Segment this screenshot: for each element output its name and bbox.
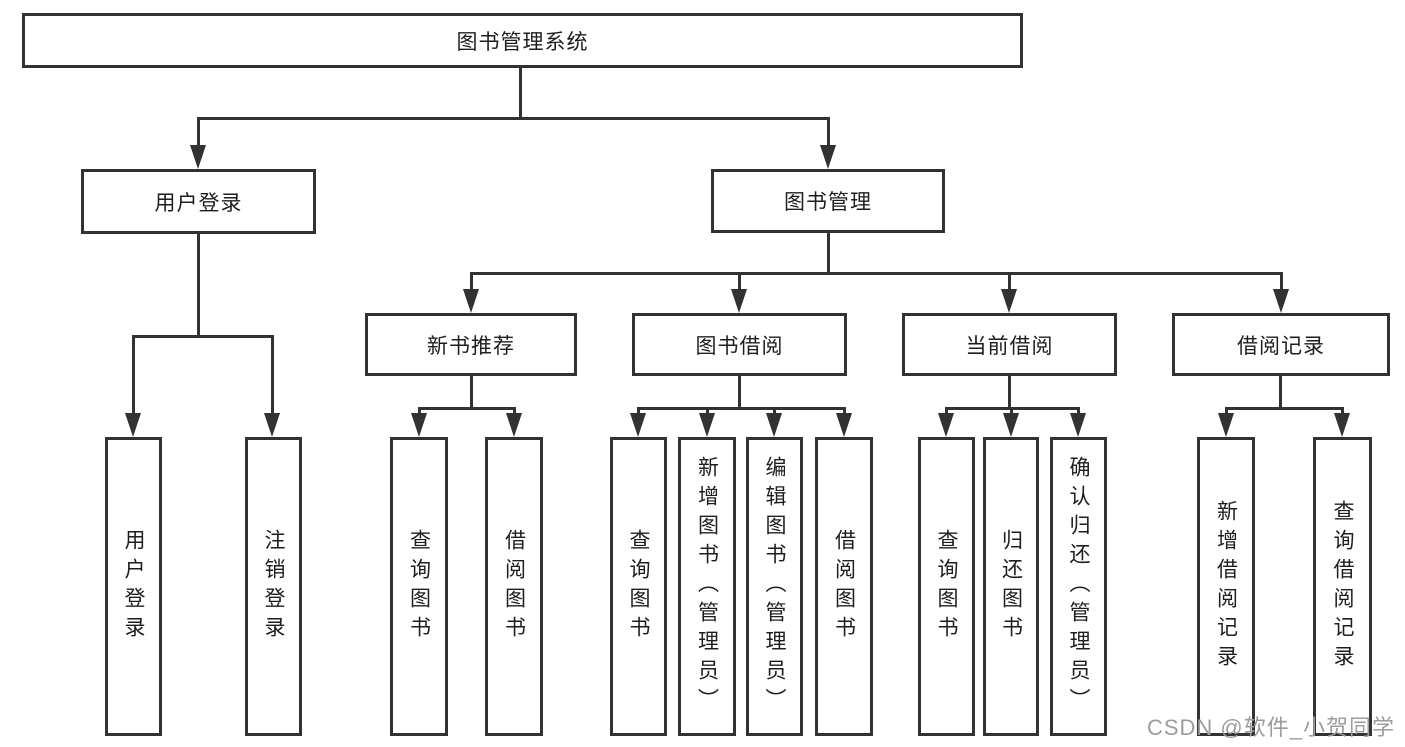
connector-drop-leaf <box>843 407 846 417</box>
node-label: 查询图书 <box>407 528 431 645</box>
arrow-down-icon <box>1218 413 1234 437</box>
connector-drop-leaf <box>1010 407 1013 417</box>
node-leaf-user-login: 用户登录 <box>105 437 162 736</box>
node-book-borrowing: 图书借阅 <box>632 313 847 376</box>
connector-drop-leaf <box>513 407 516 417</box>
node-book-management: 图书管理 <box>711 169 945 233</box>
node-label: 注销登录 <box>262 528 285 645</box>
connector-drop-leaf <box>271 335 274 415</box>
arrow-down-icon <box>1070 413 1086 437</box>
connector-drop-leaf <box>773 407 776 417</box>
node-label: 借阅图书 <box>502 528 526 645</box>
arrow-down-icon <box>731 289 747 313</box>
csdn-watermark: CSDN @软件_小贺同学 <box>1146 715 1395 740</box>
node-label: 新增借阅记录 <box>1214 499 1238 674</box>
node-label: 查询借阅记录 <box>1331 499 1354 674</box>
node-new-book-recommend: 新书推荐 <box>365 313 577 376</box>
connector-drop-current-borrow <box>1008 272 1011 292</box>
connector-drop-leaf <box>945 407 948 417</box>
connector-rail <box>418 407 515 410</box>
node-leaf-borrow-books-recommend: 借阅图书 <box>485 437 543 736</box>
node-leaf-edit-books-admin: 编辑图书（管理员） <box>746 437 803 736</box>
node-label: 查询图书 <box>627 528 650 645</box>
node-label: 确认归还（管理员） <box>1067 456 1090 717</box>
connector-drop-borrow-records <box>1280 272 1283 292</box>
node-label: 图书借阅 <box>695 334 784 358</box>
node-leaf-add-books-admin: 新增图书（管理员） <box>678 437 736 736</box>
connector-drop-leaf <box>1225 407 1228 417</box>
connector-user-login-stem <box>197 233 200 338</box>
node-label: 编辑图书（管理员） <box>763 456 786 717</box>
node-leaf-borrow-books: 借阅图书 <box>815 437 873 736</box>
node-label: 用户登录 <box>154 191 243 215</box>
connector-drop-book-borrow <box>738 272 741 292</box>
node-leaf-query-books-current: 查询图书 <box>918 437 975 736</box>
connector-drop-new-books <box>470 272 473 292</box>
node-leaf-query-books-borrowing: 查询图书 <box>610 437 667 736</box>
arrow-down-icon <box>1001 289 1017 313</box>
node-label: 图书管理系统 <box>456 30 589 54</box>
connector-drop-leaf <box>637 407 640 417</box>
arrow-down-icon <box>1273 289 1289 313</box>
connector-level1-rail <box>197 117 830 120</box>
arrow-down-icon <box>506 413 522 437</box>
node-leaf-confirm-return-admin: 确认归还（管理员） <box>1050 437 1107 736</box>
node-leaf-add-borrow-record: 新增借阅记录 <box>1197 437 1255 736</box>
node-label: 归还图书 <box>999 528 1023 645</box>
connector-stem <box>738 375 741 409</box>
connector-drop-leaf <box>706 407 709 417</box>
arrow-down-icon <box>190 145 206 169</box>
connector-level2-rail <box>470 272 1282 275</box>
node-label: 图书管理 <box>784 191 872 214</box>
connector-drop-book-mgmt <box>827 117 830 149</box>
connector-drop-leaf <box>1341 407 1344 417</box>
arrow-down-icon <box>699 413 715 437</box>
connector-user-login-rail <box>132 335 274 338</box>
connector-drop-user-login <box>197 117 200 149</box>
node-root-system: 图书管理系统 <box>22 13 1023 68</box>
arrow-down-icon <box>766 413 782 437</box>
node-leaf-logout: 注销登录 <box>245 437 302 736</box>
node-user-login: 用户登录 <box>81 169 316 234</box>
arrow-down-icon <box>125 413 141 437</box>
node-label: 借阅图书 <box>832 528 856 645</box>
connector-drop-leaf <box>132 335 135 415</box>
node-current-borrowing: 当前借阅 <box>902 313 1117 376</box>
node-label: 新增图书（管理员） <box>695 456 719 717</box>
connector-stem <box>1008 375 1011 409</box>
connector-stem <box>1279 375 1282 409</box>
node-label: 借阅记录 <box>1237 334 1325 358</box>
node-label: 当前借阅 <box>965 334 1054 358</box>
connector-root-stem <box>519 66 522 118</box>
arrow-down-icon <box>411 413 427 437</box>
arrow-down-icon <box>463 289 479 313</box>
node-leaf-query-books-recommend: 查询图书 <box>390 437 448 736</box>
arrow-down-icon <box>264 413 280 437</box>
node-borrow-records: 借阅记录 <box>1172 313 1390 376</box>
arrow-down-icon <box>1334 413 1350 437</box>
node-leaf-query-borrow-record: 查询借阅记录 <box>1313 437 1372 736</box>
connector-book-mgmt-stem <box>827 231 830 275</box>
arrow-down-icon <box>630 413 646 437</box>
node-leaf-return-books: 归还图书 <box>983 437 1039 736</box>
arrow-down-icon <box>820 145 836 169</box>
node-label: 查询图书 <box>935 528 958 645</box>
connector-drop-leaf <box>418 407 421 417</box>
connector-stem <box>470 375 473 409</box>
node-label: 新书推荐 <box>427 334 515 358</box>
connector-rail <box>637 407 845 410</box>
connector-rail <box>1225 407 1344 410</box>
connector-drop-leaf <box>1077 407 1080 417</box>
node-label: 用户登录 <box>122 528 145 645</box>
arrow-down-icon <box>836 413 852 437</box>
arrow-down-icon <box>938 413 954 437</box>
arrow-down-icon <box>1003 413 1019 437</box>
